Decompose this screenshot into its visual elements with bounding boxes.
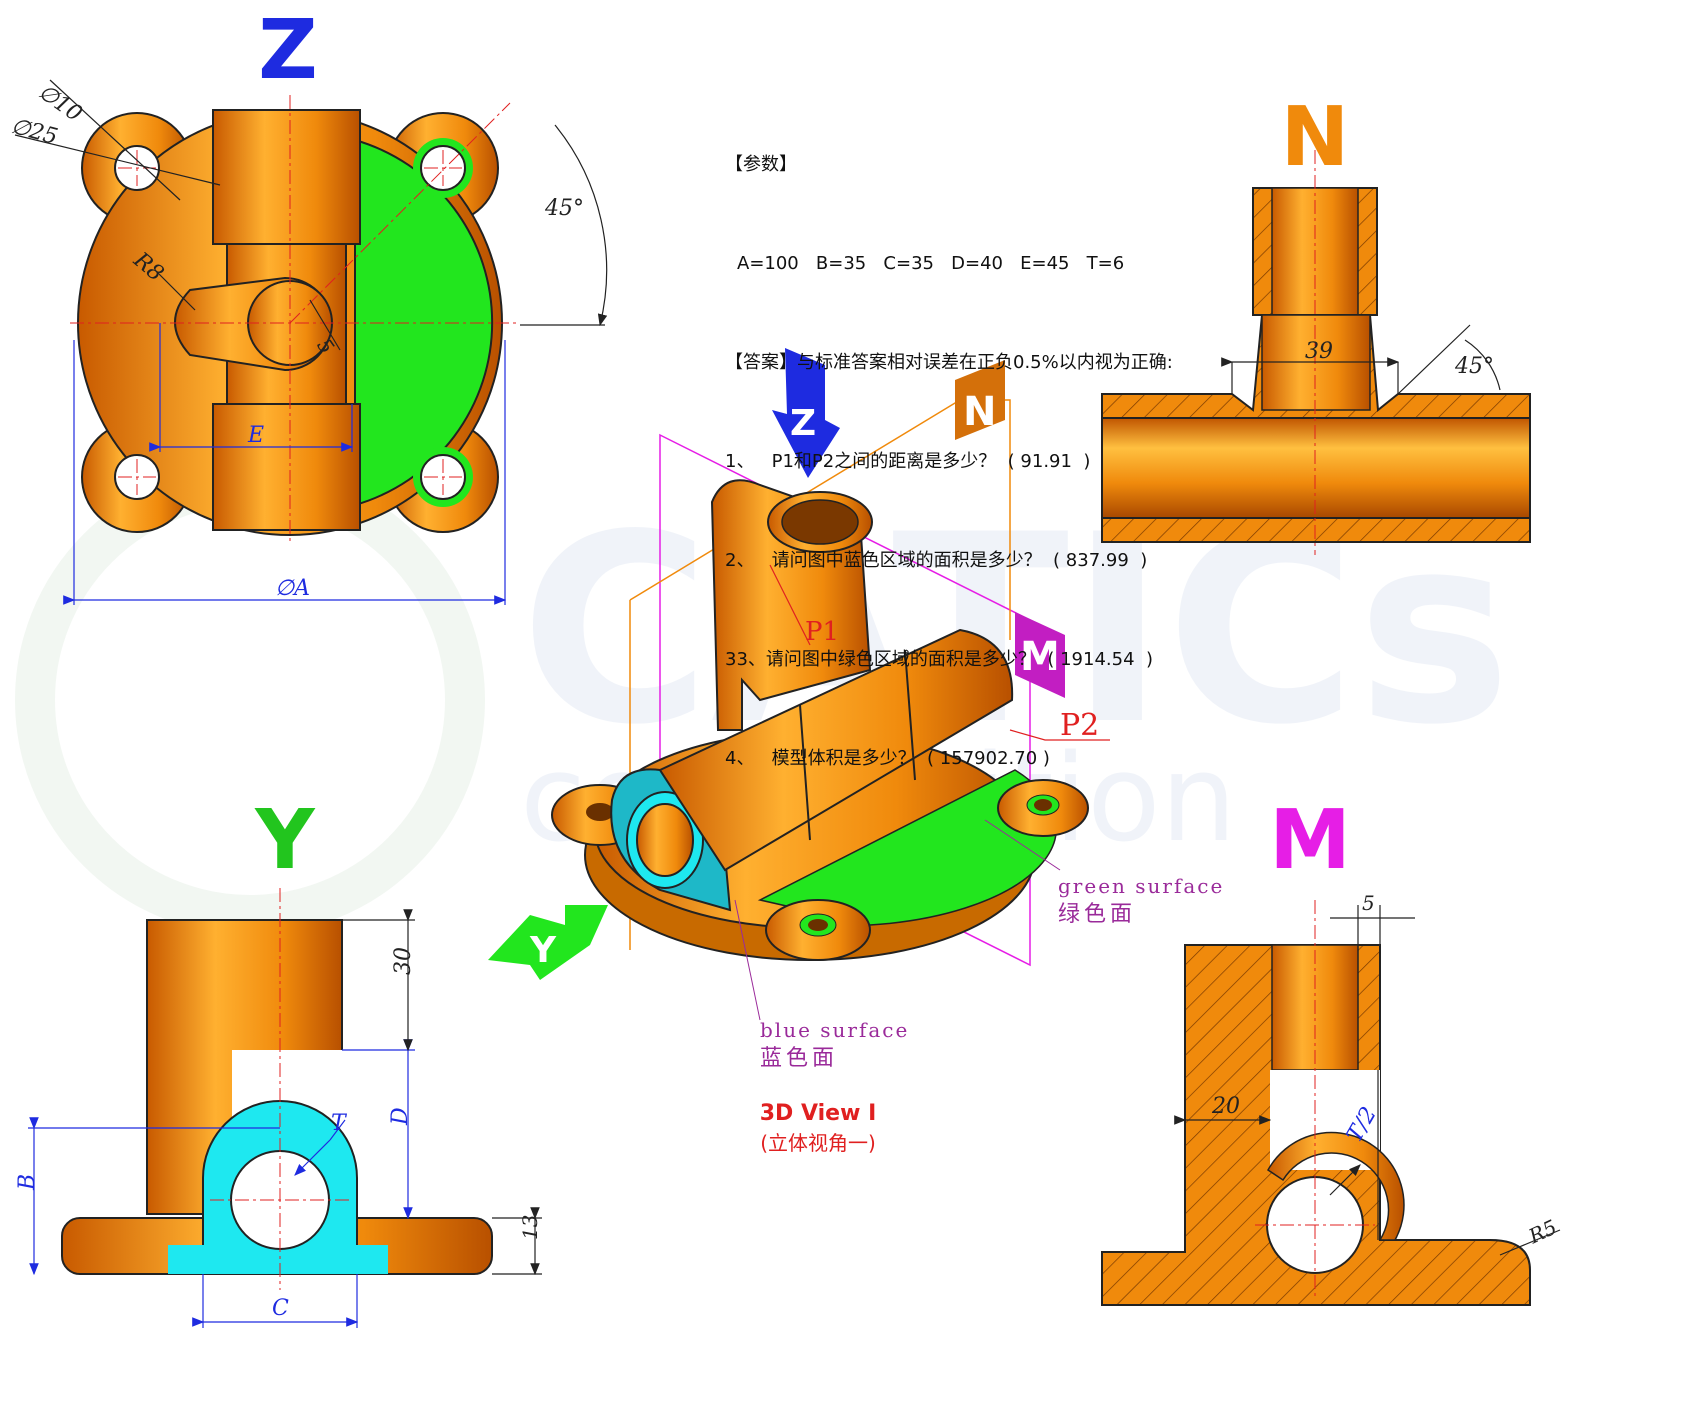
arrow-m-label: M bbox=[1020, 634, 1060, 680]
question-3: 33、请问图中绿色区域的面积是多少？ ( 1914.54 ) bbox=[725, 649, 1153, 670]
dim-13: 13 bbox=[518, 1215, 542, 1240]
iso-view: P1 P2 green surface 绿色面 blue surface 蓝色面… bbox=[488, 348, 1224, 1155]
dim-m-5: 5 bbox=[1362, 891, 1375, 915]
label-y: Y bbox=[254, 793, 316, 888]
tube-bottom bbox=[212, 403, 361, 531]
arrow-y-marker: Y bbox=[488, 905, 608, 980]
arrow-n-marker: N bbox=[955, 360, 1005, 440]
question-1: 1、 P1和P2之间的距离是多少？ ( 91.91 ) bbox=[725, 451, 1091, 472]
answer-note: 【答案】与标准答案相对误差在正负0.5%以内视为正确: bbox=[725, 352, 1173, 373]
dim-dia-a: ∅A bbox=[275, 576, 310, 601]
plane-m bbox=[659, 433, 1031, 967]
y-dims bbox=[28, 1039, 415, 1328]
dim-r5: R5 bbox=[1524, 1215, 1560, 1249]
params-heading: 【参数】 bbox=[725, 154, 797, 175]
z-view: ∅10 ∅25 R8 5 E ∅A 45° Z bbox=[8, 3, 608, 605]
arrow-n-label: N bbox=[963, 389, 996, 435]
dim-d: D bbox=[388, 1107, 413, 1126]
z-dims bbox=[14, 79, 608, 605]
parameter-panel: 【参数】 A=100 B=35 C=35 D=40 E=45 T=6 【答案】与… bbox=[725, 82, 1173, 808]
m-view: M 5 20 T/2 R5 bbox=[1101, 793, 1560, 1306]
dim-n-angle: 45° bbox=[1454, 354, 1494, 379]
iso-subtitle: (立体视角一) bbox=[760, 1131, 876, 1155]
dim-angle: 45° bbox=[544, 196, 584, 221]
dim-e: E bbox=[247, 423, 264, 448]
dim-39: 39 bbox=[1305, 339, 1333, 364]
tube-top bbox=[212, 109, 361, 245]
note-green-cn: 绿色面 bbox=[1058, 902, 1136, 927]
arrow-z-label: Z bbox=[790, 403, 816, 444]
arrow-z-marker: Z bbox=[772, 348, 840, 478]
label-p1: P1 bbox=[805, 617, 839, 647]
arrow-y-label: Y bbox=[529, 930, 557, 971]
dim-b: B bbox=[15, 1174, 40, 1191]
dim-c: C bbox=[272, 1296, 289, 1321]
note-blue-cn: 蓝色面 bbox=[760, 1046, 838, 1071]
note-blue-en: blue surface bbox=[760, 1018, 909, 1042]
arrow-m-marker: M bbox=[1015, 612, 1065, 698]
dim-20: 20 bbox=[1211, 1094, 1240, 1119]
dim-t: T bbox=[331, 1111, 348, 1136]
question-4: 4、 模型体积是多少？ ( 157902.70 ) bbox=[725, 748, 1050, 769]
question-2: 2、 请问图中蓝色区域的面积是多少？ ( 837.99 ) bbox=[725, 550, 1148, 571]
label-m: M bbox=[1269, 793, 1351, 888]
n-pipe-bore bbox=[1101, 417, 1531, 519]
note-green-en: green surface bbox=[1058, 874, 1224, 898]
dim-30: 30 bbox=[391, 947, 416, 975]
center-lines bbox=[70, 95, 520, 545]
n-view: N 39 45° bbox=[1101, 90, 1531, 555]
label-p2: P2 bbox=[1060, 708, 1099, 743]
params-values: A=100 B=35 C=35 D=40 E=45 T=6 bbox=[737, 253, 1125, 274]
iso-title: 3D View I bbox=[760, 1101, 877, 1126]
iso-pipe bbox=[658, 628, 1014, 872]
y-view: Y 30 D T B 13 C bbox=[15, 793, 542, 1328]
label-z: Z bbox=[258, 3, 317, 98]
dim-d25: ∅25 bbox=[8, 114, 60, 150]
